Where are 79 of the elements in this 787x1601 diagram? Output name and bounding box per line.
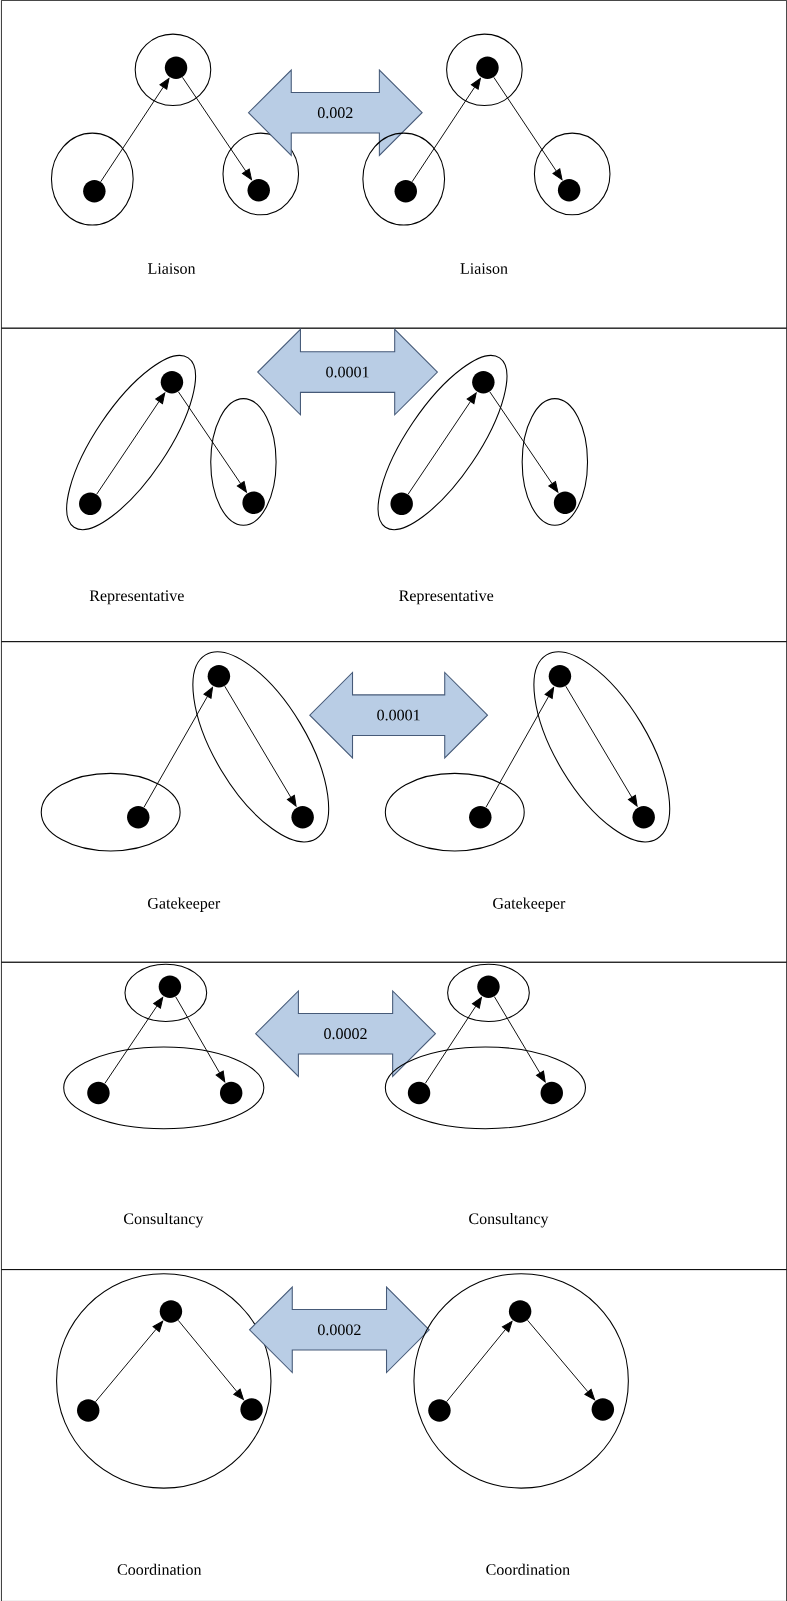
dot bbox=[240, 1398, 263, 1421]
dot bbox=[540, 1081, 563, 1105]
arrow bbox=[175, 996, 226, 1083]
triad-label: Representative bbox=[89, 590, 184, 605]
group-circle bbox=[413, 1273, 629, 1489]
arrow bbox=[485, 687, 554, 808]
dot bbox=[390, 492, 413, 515]
group-ellipse bbox=[446, 963, 530, 1022]
dot bbox=[476, 56, 499, 80]
arrow bbox=[489, 391, 559, 493]
group-ellipse bbox=[362, 132, 445, 226]
dot bbox=[247, 179, 270, 202]
triad-label: Coordination bbox=[117, 1563, 202, 1575]
arrow bbox=[411, 78, 481, 183]
dot bbox=[291, 806, 314, 829]
group-ellipse bbox=[50, 132, 134, 226]
dot bbox=[160, 371, 184, 394]
triad-label: Consultancy bbox=[469, 1212, 549, 1228]
group-ellipse bbox=[63, 1046, 265, 1130]
triad-label: Gatekeeper bbox=[493, 897, 566, 912]
arrow bbox=[224, 685, 297, 807]
triad-label: Coordination bbox=[486, 1563, 570, 1575]
arrow bbox=[565, 685, 638, 807]
arrow bbox=[407, 392, 477, 495]
arrow bbox=[446, 1320, 513, 1403]
dot bbox=[553, 491, 577, 514]
arrow bbox=[96, 392, 166, 495]
group-ellipse bbox=[384, 1046, 586, 1130]
group-ellipse bbox=[124, 963, 208, 1022]
dot bbox=[164, 56, 188, 80]
panel bbox=[0, 327, 787, 643]
dot bbox=[219, 1081, 243, 1105]
group-ellipse bbox=[210, 398, 277, 526]
group-circle bbox=[55, 1273, 272, 1489]
panel bbox=[0, 0, 787, 329]
group-ellipse bbox=[134, 33, 212, 107]
arrow bbox=[100, 78, 170, 183]
arrow bbox=[424, 997, 482, 1084]
dot bbox=[477, 975, 500, 998]
dot bbox=[508, 1300, 532, 1323]
triad-label: Gatekeeper bbox=[147, 897, 220, 912]
group-ellipse bbox=[533, 132, 611, 216]
arrow bbox=[177, 1319, 244, 1401]
arrow bbox=[95, 1320, 164, 1403]
dot bbox=[76, 1399, 100, 1422]
arrow bbox=[177, 391, 247, 493]
group-ellipse bbox=[521, 398, 588, 526]
arrow bbox=[181, 76, 252, 181]
dot bbox=[591, 1398, 614, 1421]
dot bbox=[428, 1399, 451, 1422]
group-ellipse bbox=[40, 772, 181, 852]
dot bbox=[548, 665, 572, 688]
dot bbox=[394, 180, 417, 203]
dot bbox=[632, 806, 655, 829]
triad-label: Representative bbox=[399, 590, 494, 605]
dot bbox=[87, 1081, 110, 1105]
arrow bbox=[104, 996, 164, 1084]
dot bbox=[468, 806, 492, 829]
dot bbox=[159, 1300, 183, 1323]
arrow bbox=[143, 687, 213, 808]
dot bbox=[407, 1081, 431, 1105]
dot bbox=[78, 492, 102, 515]
dot bbox=[207, 665, 230, 688]
arrow bbox=[526, 1319, 595, 1401]
triad-label: Liaison bbox=[460, 263, 508, 274]
dot bbox=[158, 975, 182, 998]
triad-label: Consultancy bbox=[123, 1212, 204, 1228]
panel bbox=[0, 641, 787, 963]
dot bbox=[83, 180, 106, 203]
dot bbox=[242, 491, 265, 514]
panel bbox=[0, 961, 787, 1270]
dot bbox=[557, 179, 581, 202]
dot bbox=[126, 806, 150, 829]
dot bbox=[472, 371, 495, 394]
group-ellipse bbox=[445, 33, 523, 107]
group-ellipse bbox=[384, 772, 525, 852]
arrow bbox=[493, 996, 546, 1083]
triad-label: Liaison bbox=[147, 263, 196, 274]
arrow bbox=[493, 76, 563, 181]
